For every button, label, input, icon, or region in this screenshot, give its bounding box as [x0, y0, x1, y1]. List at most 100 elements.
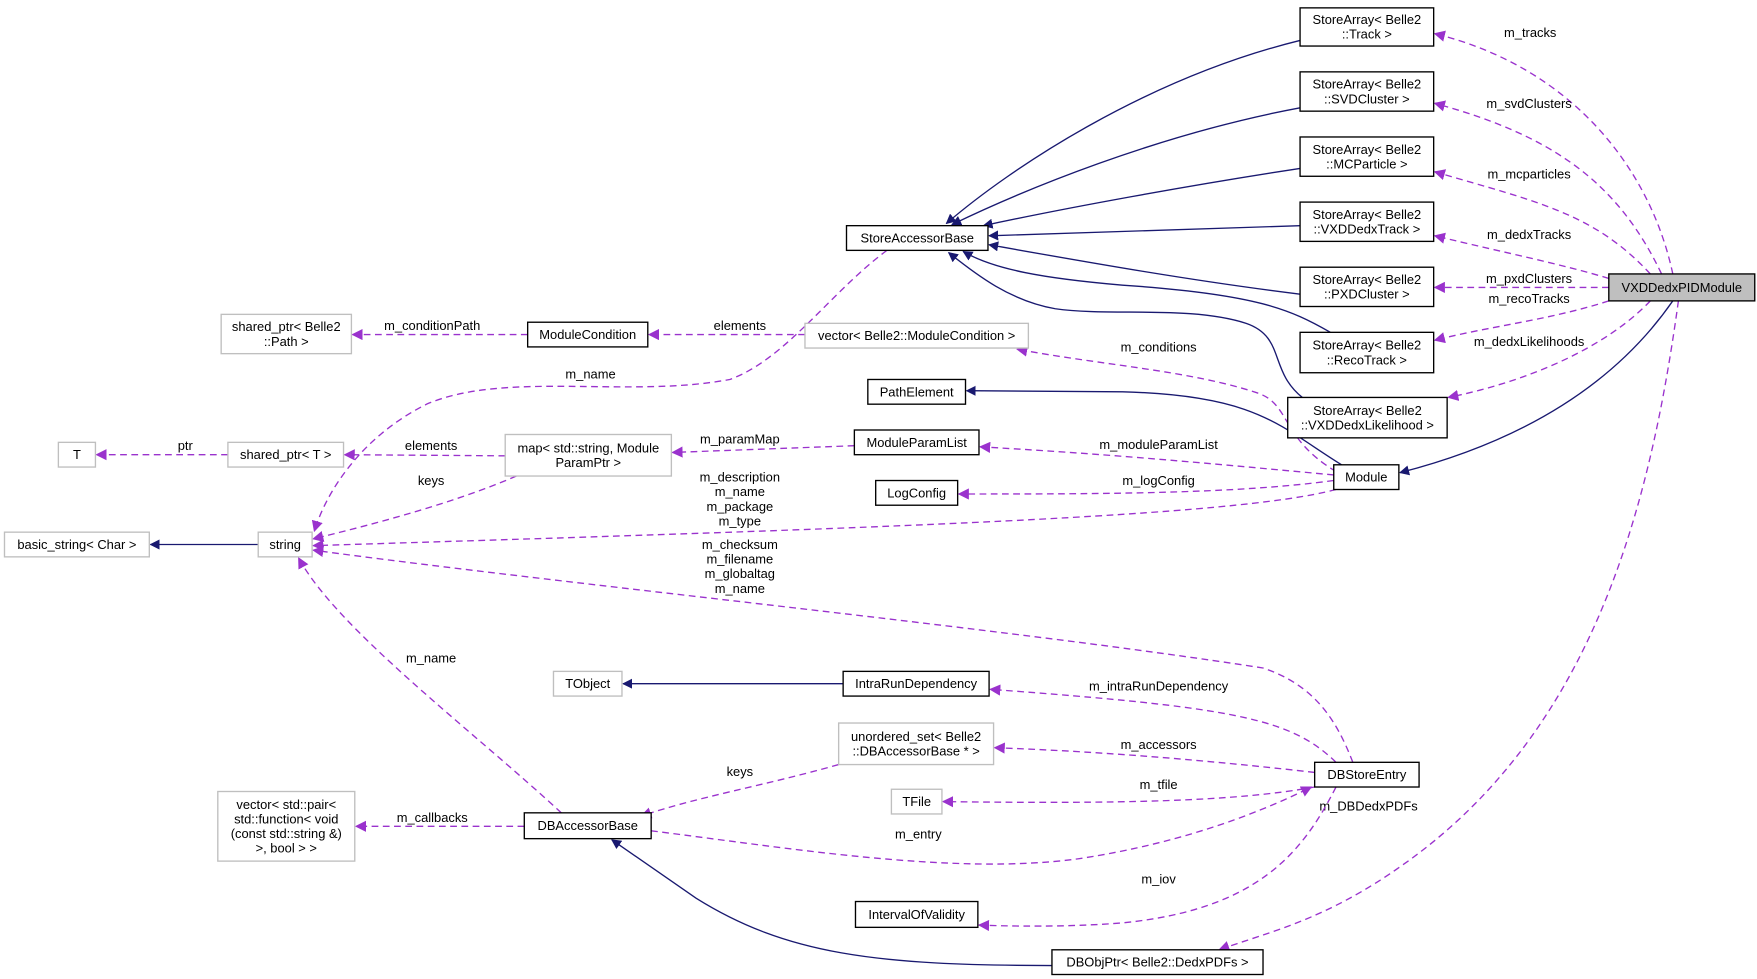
class-node-logconfig[interactable]: LogConfig	[875, 479, 959, 506]
edge-label-line: m_mcparticles	[1487, 167, 1570, 182]
node-label: Module	[1345, 470, 1387, 485]
node-label-line: string	[269, 537, 301, 552]
usage-edge	[1433, 300, 1610, 344]
class-node-sa-lik[interactable]: StoreArray< Belle2::VXDDedxLikelihood >	[1287, 396, 1448, 439]
node-label-line: std::function< void	[234, 811, 338, 826]
class-node-module[interactable]: Module	[1333, 464, 1400, 491]
node-box	[552, 670, 623, 697]
edge-label: m_accessors	[1121, 737, 1197, 752]
node-label-line: ::DBAccessorBase * >	[852, 744, 979, 759]
inheritance-edge	[982, 167, 1301, 229]
usage-edge	[651, 786, 1313, 865]
node-box	[837, 722, 995, 766]
edge-label: m_pxdClusters	[1486, 271, 1572, 286]
inheritance-edge	[965, 385, 1342, 466]
class-node-sa-mc[interactable]: StoreArray< Belle2::MCParticle >	[1299, 136, 1435, 177]
class-node-dbstoreentry[interactable]: DBStoreEntry	[1313, 761, 1420, 788]
class-node-sa-svd[interactable]: StoreArray< Belle2::SVDCluster >	[1299, 71, 1435, 112]
edge-label-line: m_dedxLikelihoods	[1474, 334, 1585, 349]
class-node-iov[interactable]: IntervalOfValidity	[854, 900, 979, 929]
edge-label: m_callbacks	[397, 810, 468, 825]
class-node-sp-T[interactable]: shared_ptr< T >	[227, 441, 345, 468]
class-node-dbaccessorbase[interactable]: DBAccessorBase	[523, 812, 652, 840]
class-node-tfile[interactable]: TFile	[890, 788, 943, 815]
node-label: basic_string< Char >	[17, 537, 136, 552]
node-label-line: ::Path >	[264, 334, 309, 349]
class-node-intrarun[interactable]: IntraRunDependency	[842, 670, 990, 697]
usage-edge	[298, 556, 562, 814]
node-label: shared_ptr< Belle2::Path >	[232, 319, 341, 349]
node-box	[1287, 396, 1448, 439]
node-label-line: LogConfig	[887, 485, 946, 500]
usage-edge	[312, 545, 1354, 763]
edge-label: m_svdClusters	[1486, 96, 1571, 111]
usage-edge	[311, 249, 888, 533]
edge-label-line: m_intraRunDependency	[1089, 678, 1229, 693]
class-node-T[interactable]: T	[57, 441, 97, 468]
edge-label: m_intraRunDependency	[1089, 678, 1229, 693]
node-box	[1299, 266, 1435, 308]
usage-edge	[671, 445, 855, 458]
edge-label: m_dedxLikelihoods	[1474, 334, 1585, 349]
node-label-line: StoreArray< Belle2	[1313, 403, 1422, 418]
class-node-vec-pair[interactable]: vector< std::pair<std::function< void(co…	[217, 790, 356, 862]
node-box	[57, 441, 97, 468]
edge-label-line: m_name	[715, 484, 765, 499]
class-node-moduleparamlist[interactable]: ModuleParamList	[853, 429, 980, 456]
class-node-sa-track[interactable]: StoreArray< Belle2::Track >	[1299, 7, 1435, 47]
class-node-pidmodule[interactable]: VXDDedxPIDModule	[1608, 273, 1756, 302]
edge-label-line: keys	[727, 764, 754, 779]
class-node-string[interactable]: string	[257, 531, 313, 558]
node-box	[1299, 71, 1435, 112]
edge-label: elements	[714, 318, 766, 333]
edge-label: m_name	[565, 366, 615, 381]
class-node-sa-pxd[interactable]: StoreArray< Belle2::PXDCluster >	[1299, 266, 1435, 308]
usage-edge	[978, 441, 1334, 476]
node-box	[1313, 761, 1420, 788]
node-label: DBObjPtr< Belle2::DedxPDFs >	[1066, 955, 1248, 970]
node-label-line: shared_ptr< T >	[240, 447, 331, 462]
node-label: ModuleParamList	[866, 435, 967, 450]
node-box	[220, 313, 353, 355]
class-node-vec-modcond[interactable]: vector< Belle2::ModuleCondition >	[804, 322, 1030, 349]
class-node-sp-path[interactable]: shared_ptr< Belle2::Path >	[220, 313, 353, 355]
node-label-line: ::Track >	[1342, 27, 1392, 42]
edge-label-line: m_checksum	[702, 537, 778, 552]
usage-edge	[1447, 300, 1651, 401]
edge-label: m_tfile	[1140, 777, 1178, 792]
edge-label: m_conditionPath	[384, 318, 480, 333]
class-node-basic-string[interactable]: basic_string< Char >	[3, 531, 150, 558]
node-label: TFile	[902, 794, 931, 809]
node-label-line: TFile	[902, 794, 931, 809]
node-box	[1299, 201, 1435, 243]
node-box	[1299, 136, 1435, 177]
node-label-line: DBStoreEntry	[1327, 767, 1406, 782]
node-label-line: T	[73, 447, 81, 462]
node-box	[504, 433, 673, 477]
edge-label-line: m_tfile	[1140, 777, 1178, 792]
node-label-line: DBObjPtr< Belle2::DedxPDFs >	[1066, 955, 1248, 970]
class-node-pathelement[interactable]: PathElement	[867, 378, 967, 405]
class-node-sa-vxdtrack[interactable]: StoreArray< Belle2::VXDDedxTrack >	[1299, 201, 1435, 243]
node-label-line: StoreArray< Belle2	[1313, 338, 1422, 353]
class-node-modulecondition[interactable]: ModuleCondition	[526, 321, 649, 348]
edge-label-line: m_globaltag	[705, 566, 775, 581]
class-node-tobject[interactable]: TObject	[552, 670, 623, 697]
edge-label-line: m_paramMap	[700, 431, 780, 446]
class-node-storeaccessorbase[interactable]: StoreAccessorBase	[845, 224, 989, 252]
node-label: StoreArray< Belle2::RecoTrack >	[1313, 338, 1422, 368]
class-node-unordered-set[interactable]: unordered_set< Belle2::DBAccessorBase * …	[837, 722, 995, 766]
class-node-dbobjptr[interactable]: DBObjPtr< Belle2::DedxPDFs >	[1051, 949, 1264, 976]
inheritance-edge	[947, 251, 1303, 398]
node-label-line: DBAccessorBase	[538, 818, 638, 833]
class-node-sa-reco[interactable]: StoreArray< Belle2::RecoTrack >	[1299, 331, 1435, 374]
edges-layer: m_tracksm_svdClustersm_mcparticlesm_dedx…	[95, 25, 1680, 967]
edge-label-line: m_dedxTracks	[1487, 227, 1571, 242]
edge-label-line: keys	[418, 473, 445, 488]
node-box	[257, 531, 313, 558]
node-label-line: StoreArray< Belle2	[1313, 142, 1422, 157]
node-label: StoreArray< Belle2::MCParticle >	[1313, 142, 1422, 172]
node-box	[1608, 273, 1756, 302]
node-box	[853, 429, 980, 456]
